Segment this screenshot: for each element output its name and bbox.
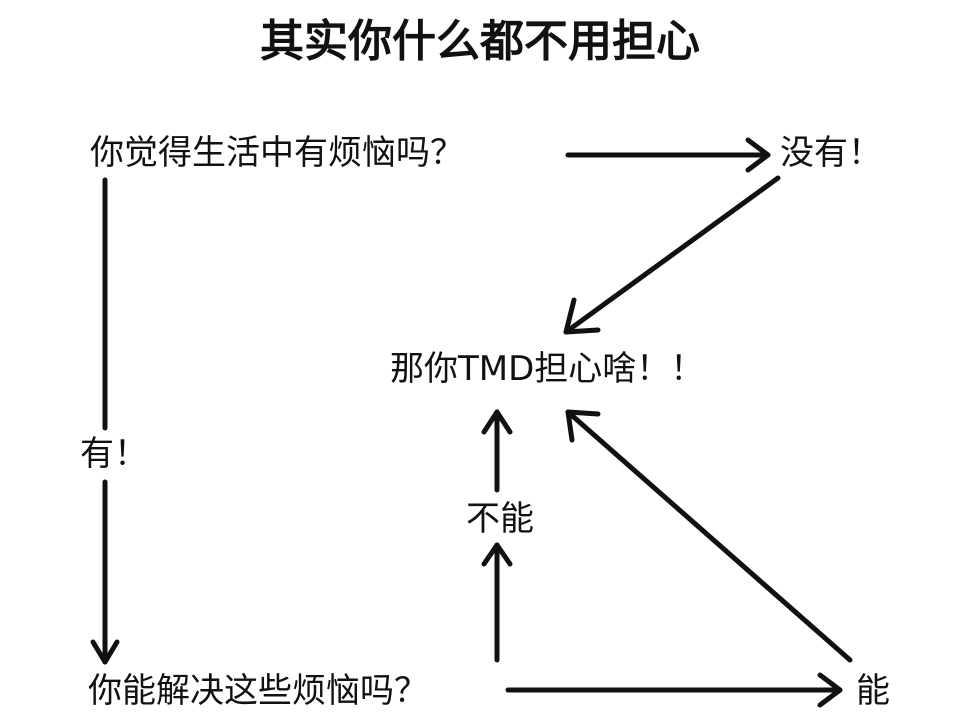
node-answer-can: 能: [856, 671, 890, 711]
diagram-title: 其实你什么都不用担心: [260, 16, 700, 67]
arrow-cannot-to-worry: [481, 409, 513, 493]
arrow-can-to-worry: [565, 409, 853, 663]
node-question-solve: 你能解决这些烦恼吗？: [88, 671, 428, 711]
node-question-troubles: 你觉得生活中有烦恼吗？: [90, 133, 464, 173]
node-answer-no: 没有！: [780, 133, 882, 173]
arrow-yes-to-solve: [90, 479, 120, 665]
node-worry-what: 那你TMD担心啥！！: [390, 349, 705, 389]
node-answer-cannot: 不能: [466, 499, 534, 539]
arrow-no-to-worry: [563, 175, 781, 335]
node-answer-yes: 有！: [80, 434, 148, 474]
arrow-solve-to-can: [505, 672, 843, 708]
arrow-question-to-no: [565, 137, 771, 173]
arrow-cannot-lower: [481, 542, 513, 663]
